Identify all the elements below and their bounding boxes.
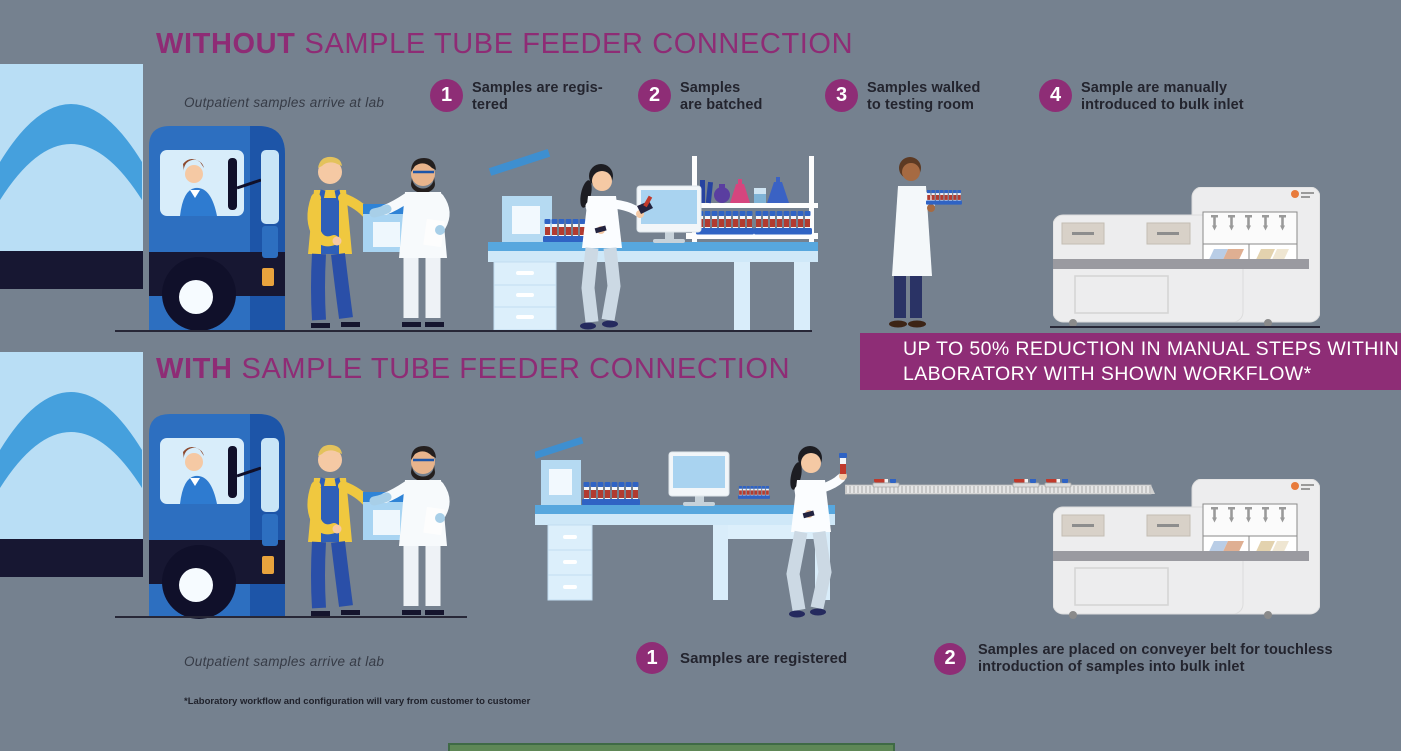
- outpatient-caption-bottom: Outpatient samples arrive at lab: [184, 654, 385, 669]
- desktop-monitor: [668, 451, 730, 506]
- title-rest: SAMPLE TUBE FEEDER CONNECTION: [241, 353, 791, 385]
- step-number: 2: [648, 84, 661, 106]
- shelf-tube-rack: [696, 211, 812, 235]
- step-number-badge: 1: [430, 79, 463, 112]
- sample-box-open: [535, 436, 584, 505]
- held-sample-tube: [839, 453, 847, 474]
- step-number-badge: 3: [825, 79, 858, 112]
- belt-tube-carrier: [1044, 479, 1072, 488]
- step-label: Samples are regis- tered: [472, 80, 603, 113]
- step-number: 2: [944, 647, 956, 669]
- reduction-banner: UP TO 50% REDUCTION IN MANUAL STEPS WITH…: [860, 333, 1401, 390]
- step-1-without: 1 Samples are regis- tered: [430, 79, 603, 114]
- registration-desk-illustration-top: [488, 149, 818, 331]
- ground-line-machine-top: [1050, 326, 1320, 328]
- desktop-monitor: [636, 185, 702, 243]
- lab-technician-scanning: [580, 164, 653, 330]
- step-number-badge: 2: [934, 642, 966, 675]
- step-number: 4: [1049, 84, 1062, 106]
- step-number: 1: [646, 646, 658, 669]
- step-label: Sample are manually introduced to bulk i…: [1081, 80, 1244, 113]
- title-emphasis: WITH: [156, 353, 233, 385]
- step-2-with: 2 Samples are placed on conveyer belt fo…: [934, 641, 1333, 676]
- conveyor-belt-illustration: [845, 479, 1155, 495]
- delivery-truck-illustration-top: [0, 62, 285, 332]
- ground-line-bottom: [115, 616, 467, 618]
- barcode-scanner: [802, 510, 815, 519]
- green-box-edge: [448, 743, 895, 751]
- barcode-scanner: [637, 201, 653, 214]
- analyzer-machine-illustration-top: [1053, 187, 1320, 328]
- sample-box-open: [488, 149, 552, 242]
- belt-tube-carrier: [872, 479, 900, 488]
- step-number: 3: [835, 84, 848, 106]
- step-4-without: 4 Sample are manually introduced to bulk…: [1039, 79, 1244, 114]
- lab-desk: [488, 242, 818, 331]
- desk-tube-rack-2: [738, 486, 770, 499]
- desk-tube-rack-1: [582, 482, 640, 506]
- delivery-truck-illustration-bottom: [0, 350, 285, 620]
- step-number-badge: 4: [1039, 79, 1072, 112]
- lab-desk: [535, 505, 835, 601]
- step-number: 1: [440, 84, 453, 106]
- belt-tube-carrier: [1012, 479, 1040, 488]
- title-emphasis: WITHOUT: [156, 28, 296, 60]
- step-label: Samples walked to testing room: [867, 80, 981, 113]
- step-label: Samples are batched: [680, 80, 763, 113]
- analyzer-machine-illustration-bottom: [1053, 479, 1320, 620]
- sample-box-handoff-illustration-top: [283, 146, 458, 332]
- step-label: Samples are registered: [680, 650, 848, 667]
- ground-line-top: [115, 330, 812, 332]
- outpatient-caption-top: Outpatient samples arrive at lab: [184, 95, 385, 110]
- wall-shelf: [686, 156, 818, 242]
- step-2-without: 2 Samples are batched: [638, 79, 763, 114]
- step-1-with: 1 Samples are registered: [636, 642, 847, 674]
- reduction-banner-text: UP TO 50% REDUCTION IN MANUAL STEPS WITH…: [903, 337, 1400, 385]
- step-number-badge: 2: [638, 79, 671, 112]
- step-number-badge: 1: [636, 642, 668, 674]
- lab-technician-placing-tube: [786, 446, 847, 618]
- title-rest: SAMPLE TUBE FEEDER CONNECTION: [304, 28, 854, 60]
- footnote: *Laboratory workflow and configuration w…: [184, 696, 531, 707]
- walking-lab-tech-illustration: [889, 157, 970, 328]
- step-label: Samples are placed on conveyer belt for …: [978, 642, 1333, 675]
- sample-box-handoff-illustration-bottom: [283, 434, 458, 620]
- registration-desk-illustration-bottom: [535, 436, 847, 618]
- step-3-without: 3 Samples walked to testing room: [825, 79, 980, 114]
